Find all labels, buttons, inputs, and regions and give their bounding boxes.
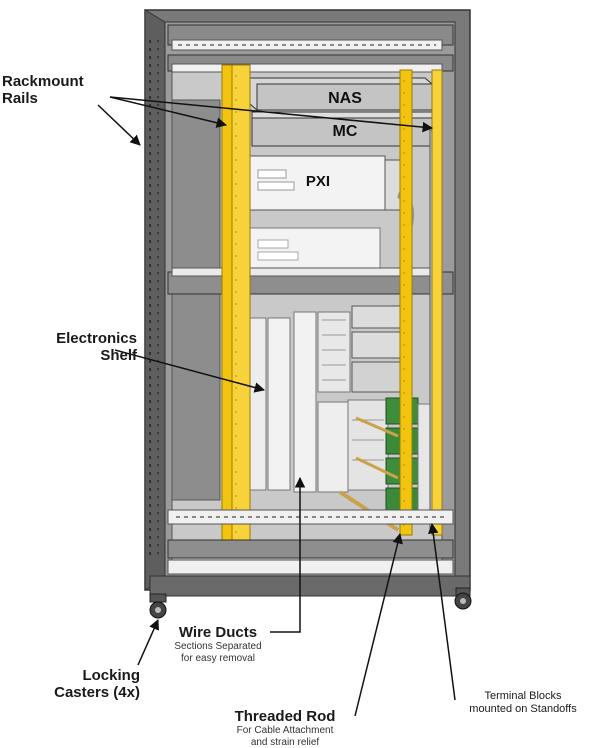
label-threaded-rod: Threaded Rod	[234, 708, 336, 725]
lower-equipment	[249, 227, 381, 271]
label-rackmount-rails: Rackmount Rails	[2, 73, 84, 108]
shelf-leader	[114, 349, 266, 393]
terminal-leader	[428, 522, 456, 701]
wire-ducts	[249, 311, 351, 493]
label-terminal-blocks: Terminal Blocks mounted on Standoffs	[469, 690, 577, 715]
ducts-leader	[270, 476, 306, 633]
bottom-frame	[149, 509, 471, 597]
label-locking-casters: Locking Casters (4x)	[54, 667, 140, 702]
rails-leader-3	[97, 104, 141, 146]
rails-leader-2	[109, 96, 434, 133]
rails-leader-1	[109, 96, 228, 128]
pxi-label: PXI	[306, 173, 330, 190]
label-wire-ducts-sub: Sections Separated for easy removal	[174, 641, 262, 664]
nas-label: NAS	[328, 90, 362, 107]
left-side-panel	[171, 99, 221, 501]
label-wire-ducts: Wire Ducts	[178, 624, 258, 641]
label-wire-ducts-group: Wire Ducts Sections Separated for easy r…	[168, 624, 268, 664]
rackmount-rails	[221, 64, 443, 541]
label-threaded-rod-sub: For Cable Attachment and strain relief	[236, 725, 334, 748]
mc-label: MC	[333, 123, 358, 140]
top-frame-bars	[167, 24, 454, 73]
rod-leader	[354, 532, 403, 717]
casters-leader	[137, 619, 159, 666]
locking-casters	[149, 587, 472, 619]
callout-lines	[97, 96, 456, 717]
label-electronics-shelf: Electronics Shelf	[56, 330, 137, 365]
label-threaded-rod-group: Threaded Rod For Cable Attachment and st…	[220, 708, 350, 748]
